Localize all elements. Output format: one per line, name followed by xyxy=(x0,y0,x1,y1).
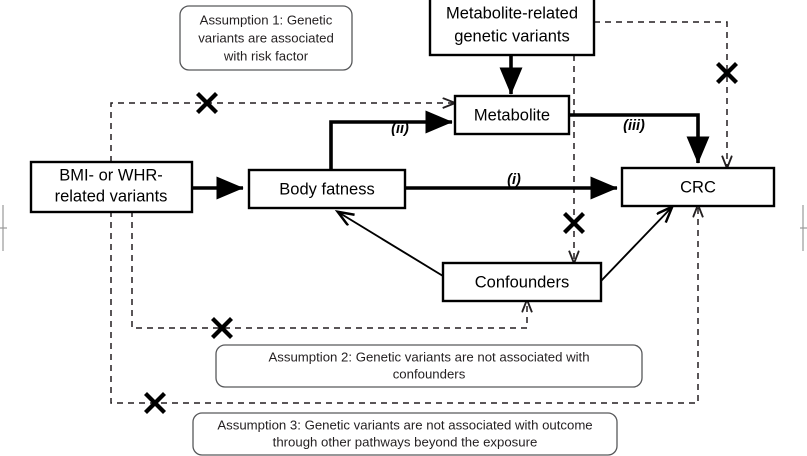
node-body-fatness-label: Body fatness xyxy=(279,180,374,198)
node-metabolite-related-variants-line1: Metabolite-related xyxy=(446,4,578,22)
edge-exposure-to-mediator xyxy=(329,110,453,170)
assumption-2-line1: Assumption 2: Genetic variants are not a… xyxy=(268,349,589,364)
node-confounders-label: Confounders xyxy=(475,273,569,291)
x-variants-to-metabolite-icon xyxy=(196,92,218,114)
node-body-fatness[interactable]: Body fatness xyxy=(247,168,407,210)
page-edge-marks xyxy=(0,205,807,251)
assumption-2-box: Assumption 2: Genetic variants are not a… xyxy=(215,344,643,388)
node-crc-label: CRC xyxy=(680,178,716,196)
node-metabolite-related-variants-line2: genetic variants xyxy=(454,27,570,45)
node-bmi-whr-variants[interactable]: BMI- or WHR- related variants xyxy=(29,160,194,214)
edge-mediator-to-outcome xyxy=(569,113,710,164)
assumption-1-line1: Assumption 1: Genetic xyxy=(200,12,333,27)
path-label-iii: (iii) xyxy=(623,118,645,134)
x-variants-to-confounders-icon xyxy=(211,317,233,339)
assumption-3-line1: Assumption 3: Genetic variants are not a… xyxy=(217,417,592,432)
node-bmi-whr-variants-line1: BMI- or WHR- xyxy=(59,166,163,184)
path-label-i: (i) xyxy=(507,172,521,188)
x-variants-to-outcome-icon xyxy=(144,392,166,414)
assumption-3-line2: through other pathways beyond the exposu… xyxy=(273,434,538,449)
edge-variants-to-metabolite xyxy=(110,103,455,162)
path-label-ii: (ii) xyxy=(391,121,409,137)
x-metabolite-variants-to-crc-icon xyxy=(716,62,738,84)
assumption-2-line2: confounders xyxy=(393,366,466,381)
assumption-1-line2: variants are associated xyxy=(198,30,334,45)
edge-variants-to-outcome xyxy=(110,205,698,404)
node-metabolite-label: Metabolite xyxy=(474,106,550,124)
node-metabolite-related-variants[interactable]: Metabolite-related genetic variants xyxy=(428,0,596,57)
assumption-1-box: Assumption 1: Genetic variants are assoc… xyxy=(179,5,353,71)
edge-confounders-to-exposure xyxy=(338,212,444,277)
edge-metabolite-variants-to-outcome xyxy=(594,21,727,168)
assumption-1-line3: with risk factor xyxy=(223,48,309,63)
node-bmi-whr-variants-line2: related variants xyxy=(55,187,168,205)
node-metabolite[interactable]: Metabolite xyxy=(453,94,571,136)
node-confounders[interactable]: Confounders xyxy=(441,261,603,303)
assumption-3-box: Assumption 3: Genetic variants are not a… xyxy=(192,412,618,456)
x-metabolite-variants-to-confounders-icon xyxy=(563,212,585,234)
edge-variants-to-confounders xyxy=(131,211,527,329)
edge-confounders-to-outcome xyxy=(600,207,672,282)
node-crc[interactable]: CRC xyxy=(620,166,776,208)
violation-marker-group xyxy=(144,62,738,414)
